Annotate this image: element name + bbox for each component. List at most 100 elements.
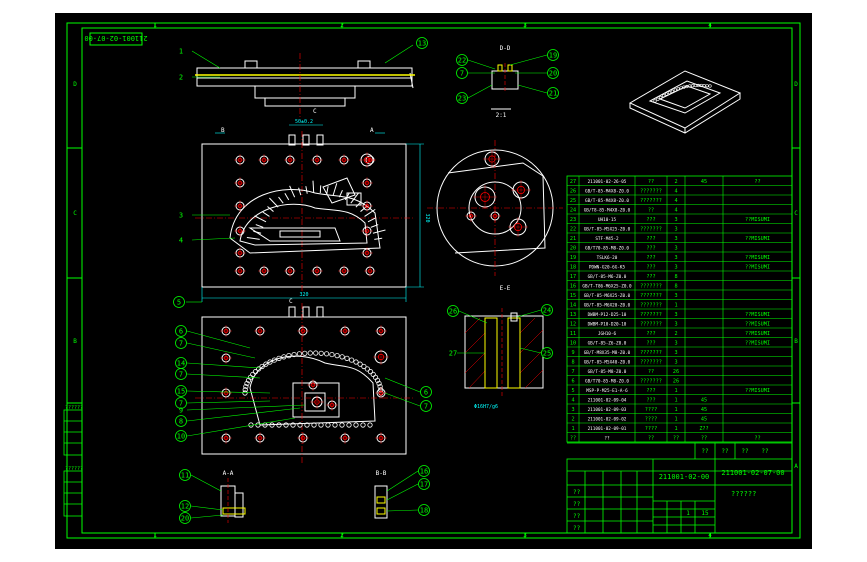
screw-dot <box>271 357 277 363</box>
callout-c24: 24 <box>543 307 551 315</box>
callout-leader <box>516 309 542 318</box>
bom-cell-code: GB/T-85-M6X20-Z0.0 <box>584 303 631 309</box>
bom-cell-name: ?? <box>648 369 654 375</box>
bom-cell-code: GB/T-85-M5X40-Z0.0 <box>584 360 631 366</box>
gauge-tick <box>298 187 302 196</box>
bom-cell-name: ?? <box>648 179 654 185</box>
callout-c18: 18 <box>420 507 428 515</box>
screw-dot <box>329 351 335 358</box>
screw-dot <box>302 350 308 356</box>
callout-leader <box>186 417 296 437</box>
screw-dot <box>297 422 303 428</box>
iso-dot <box>688 84 692 88</box>
iso-dot <box>679 86 683 90</box>
callout-circle <box>175 385 187 397</box>
bom-cell-qty: 8 <box>674 274 677 280</box>
callout-circle <box>173 296 185 308</box>
callout-circle <box>418 465 430 477</box>
top-view-section-marks: B A C C <box>221 108 374 305</box>
dim-width-320: 320 <box>299 292 308 298</box>
callout-leader <box>519 347 542 354</box>
bom-cell-qty: 3 <box>674 265 677 271</box>
bom-cell-qty: 1 <box>674 426 677 432</box>
bom-cell-qty: 2 <box>674 179 677 185</box>
callout-c14: 14 <box>177 360 185 368</box>
bom-cell-no: 26 <box>570 189 576 195</box>
callout-circle <box>175 415 187 427</box>
bom-cell-name: ??????? <box>640 322 662 328</box>
screw-dot <box>255 422 261 428</box>
bom-cell-note: ?? <box>754 179 760 185</box>
bom-cell-code: GB/T-85-M4X8-Z0.0 <box>585 189 629 195</box>
bom-cell-qty: 3 <box>674 341 677 347</box>
section-ee-labels: E-E <box>500 285 511 292</box>
callout-circle <box>175 325 187 337</box>
screw-dot <box>349 357 355 363</box>
bom-cell-qty: 3 <box>674 312 677 318</box>
zone-col-top-4: 4 <box>708 22 712 29</box>
callout-c13: 13 <box>418 40 426 48</box>
callout-c21: 21 <box>549 90 557 98</box>
bom-cell-qty: 1 <box>674 398 677 404</box>
callout-c20a: 20 <box>181 515 189 523</box>
callout-leader <box>191 237 236 241</box>
rotated-number-text: 211001-02-07-00 <box>84 34 147 42</box>
screw-dot <box>291 351 297 358</box>
screw-dot <box>353 422 359 428</box>
bom-cell-name: ??????? <box>640 284 662 290</box>
gauge-tick <box>278 196 284 204</box>
bom-cell-note: ??MISUMI <box>745 341 770 347</box>
bom-cell-no: 16 <box>570 284 576 290</box>
bom-cell-code: GB/T-M8X35-M8-Z0.0 <box>584 350 631 356</box>
bom-cell-no: 8 <box>571 360 574 366</box>
screw-dot <box>346 422 352 428</box>
screw-dot <box>324 351 330 357</box>
bom-cell-qty: 2 <box>674 331 677 337</box>
iso-dot <box>656 97 660 101</box>
zone-row-right-c: C <box>794 210 798 217</box>
screw-dot <box>242 390 248 396</box>
gauge-tick <box>370 224 379 228</box>
callout-c19: 19 <box>549 52 557 60</box>
bom-cell-no: 24 <box>570 208 576 214</box>
bom-cell-code: GB/T-85-M6X25-Z0.0 <box>584 293 631 299</box>
label-aa: A-A <box>223 470 234 477</box>
zone-row-right-a: A <box>794 463 798 470</box>
screw-dot <box>334 352 340 359</box>
gauge-tick <box>344 192 350 201</box>
callout-c7b: 7 <box>179 371 183 379</box>
bom-cell-qty: 26 <box>673 369 679 375</box>
callout-leader <box>190 505 224 511</box>
screw-dot <box>357 361 363 367</box>
iso-dot <box>664 92 669 96</box>
bom-cell-code: GB/T70-85-M8-Z0.0 <box>585 379 629 385</box>
left-note-2: ?????? <box>65 466 83 472</box>
bom-cell-no: 23 <box>570 217 576 223</box>
bom-cell-no: 19 <box>570 255 576 261</box>
bom-cell-name: ??????? <box>640 293 662 299</box>
circular-detail <box>427 140 563 276</box>
callout-circle <box>547 49 559 61</box>
callout-circle <box>175 430 187 442</box>
callout-c20b: 20 <box>549 70 557 78</box>
callout-c4: 4 <box>179 237 183 245</box>
callout-circle <box>416 37 428 49</box>
screw-dot <box>269 422 275 428</box>
zone-col-top-1: 1 <box>153 22 157 29</box>
callout-c6b: 6 <box>424 389 428 397</box>
bom-cell-no: 3 <box>571 407 574 413</box>
bom-cell-no: 21 <box>570 236 576 242</box>
iso-dot <box>676 87 680 91</box>
callout-leader <box>467 59 496 70</box>
section-mark-b-top: B <box>221 127 225 134</box>
callout-circle <box>420 400 432 412</box>
bom-cell-qty: 8 <box>674 284 677 290</box>
zone-row-left-c: C <box>73 210 77 217</box>
bom-cell-qty: 1 <box>674 303 677 309</box>
iso-dot <box>667 91 672 95</box>
screw-dot <box>286 352 292 359</box>
bom-cell-name: ??????? <box>640 303 662 309</box>
bom-cell-code: GB/T-85-M6-Z0.0 <box>588 274 627 280</box>
screw-dot <box>276 355 282 361</box>
bom-cell-no: 12 <box>570 322 576 328</box>
